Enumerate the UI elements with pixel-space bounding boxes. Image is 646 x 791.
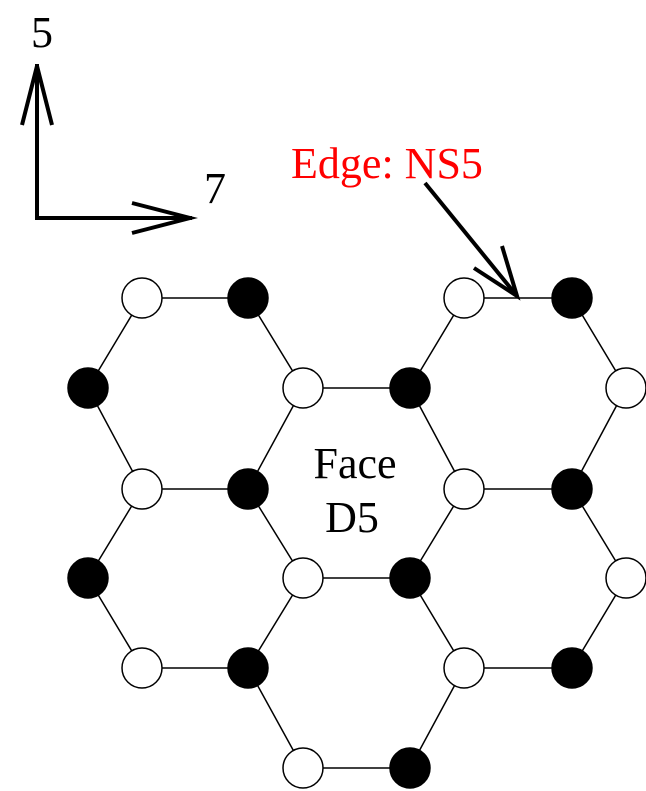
face-label-line1: Face bbox=[313, 439, 396, 488]
filled-node-W bbox=[389, 747, 431, 789]
edge-pointer-line bbox=[423, 181, 519, 298]
filled-node-J bbox=[227, 468, 269, 510]
open-node-N bbox=[282, 557, 324, 599]
open-node-V bbox=[282, 747, 324, 789]
filled-node-O bbox=[389, 557, 431, 599]
open-node-H bbox=[605, 367, 646, 409]
filled-node-S bbox=[227, 647, 269, 689]
open-node-Q bbox=[121, 647, 163, 689]
filled-node-E bbox=[67, 367, 109, 409]
edge-label: Edge: NS5 bbox=[291, 139, 483, 188]
open-node-I bbox=[121, 468, 163, 510]
tiling-nodes bbox=[67, 277, 646, 789]
open-node-K bbox=[443, 468, 485, 510]
horizontal-axis-label: 7 bbox=[204, 164, 226, 213]
filled-node-D bbox=[551, 277, 593, 319]
filled-node-L bbox=[551, 468, 593, 510]
open-node-C bbox=[443, 277, 485, 319]
edge-pointer-arrow bbox=[423, 181, 521, 301]
vertical-axis-label: 5 bbox=[31, 8, 53, 57]
open-node-F bbox=[282, 367, 324, 409]
filled-node-U bbox=[551, 647, 593, 689]
open-node-T bbox=[443, 647, 485, 689]
filled-node-G bbox=[389, 367, 431, 409]
filled-node-M bbox=[67, 557, 109, 599]
axes bbox=[20, 64, 198, 235]
open-node-P bbox=[605, 557, 646, 599]
face-label-line2: D5 bbox=[325, 493, 379, 542]
open-node-A bbox=[121, 277, 163, 319]
filled-node-B bbox=[227, 277, 269, 319]
edge-pointer-arrowhead bbox=[472, 245, 521, 301]
horizontal-axis-arrowhead bbox=[131, 201, 198, 235]
vertical-axis-arrowhead bbox=[20, 65, 54, 126]
